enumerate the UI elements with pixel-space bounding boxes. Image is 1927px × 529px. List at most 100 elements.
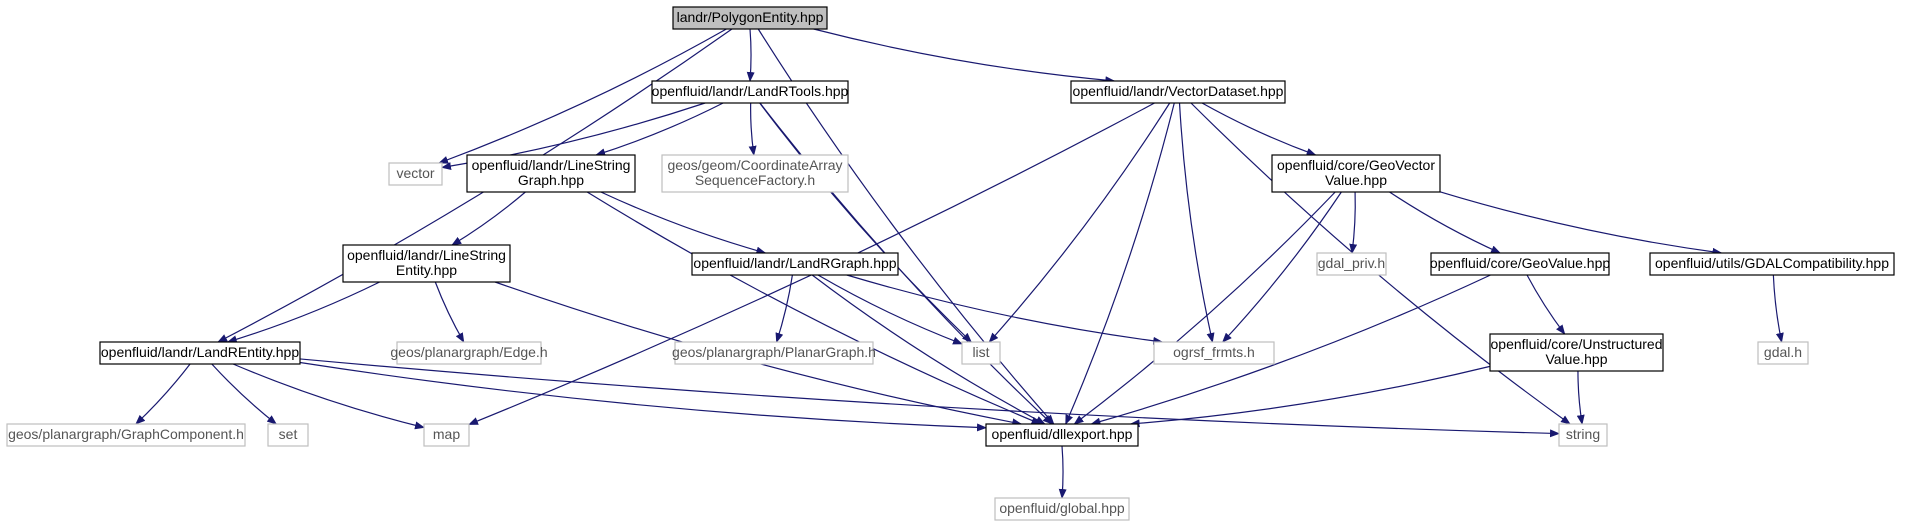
node-box-set	[267, 423, 309, 447]
node-box-graphcomp	[6, 423, 246, 447]
node-gdalpriv: gdal_priv.h	[1316, 252, 1387, 276]
edge-polygon-to-vectordataset	[813, 28, 1116, 85]
edge-geovector-to-gdalcompat	[1439, 191, 1723, 256]
node-label-lsentity: openfluid/landr/LineString	[347, 247, 506, 263]
edge-geovector-to-ogrsf	[1222, 191, 1342, 343]
node-graphcomp: geos/planargraph/GraphComponent.h	[6, 423, 246, 447]
node-box-gdalh	[1757, 341, 1809, 365]
node-label-map: map	[433, 426, 460, 442]
node-ogrsf: ogrsf_frmts.h	[1153, 341, 1275, 365]
node-label-edge: geos/planargraph/Edge.h	[390, 344, 547, 360]
node-string: string	[1558, 423, 1608, 447]
edge-landrtools-to-coordseq	[748, 102, 757, 156]
node-planargraph: geos/planargraph/PlanarGraph.h	[672, 341, 876, 365]
edge-polygon-to-landrentity	[217, 28, 733, 343]
edge-vectordataset-to-dllexport	[1065, 102, 1175, 425]
nodes-layer: landr/PolygonEntity.hpp openfluid/landr/L…	[6, 6, 1895, 521]
node-edge: geos/planargraph/Edge.h	[390, 341, 548, 365]
edge-vectordataset-to-geovector	[1201, 102, 1317, 156]
node-label-lsgraph: Graph.hpp	[518, 172, 584, 188]
edge-landrgraph-to-dllexport	[811, 274, 1046, 425]
edge-landrgraph-to-ogrsf	[846, 274, 1164, 345]
edge-lsentity-to-landrentity	[226, 281, 380, 344]
node-box-gdalcompat	[1649, 252, 1895, 276]
edge-geovector-to-geovalue	[1389, 191, 1501, 254]
node-label-set: set	[279, 426, 298, 442]
node-label-unstructured: Value.hpp	[1545, 351, 1607, 367]
edge-landrtools-to-dllexport	[759, 102, 1053, 425]
edge-vectordataset-to-list	[988, 102, 1171, 343]
node-landrtools[interactable]: openfluid/landr/LandRTools.hpp	[651, 80, 849, 104]
node-landrgraph[interactable]: openfluid/landr/LandRGraph.hpp	[691, 252, 899, 276]
edge-landrentity-to-graphcomp	[135, 363, 191, 425]
node-label-gdalpriv: gdal_priv.h	[1318, 255, 1385, 271]
edge-lsentity-to-edge	[434, 281, 465, 343]
edge-geovector-to-gdalpriv	[1349, 191, 1358, 254]
node-gdalh: gdal.h	[1757, 341, 1809, 365]
node-map: map	[423, 423, 470, 447]
edge-geovalue-to-dllexport	[1090, 274, 1491, 426]
node-box-coordseq	[661, 154, 849, 193]
node-box-lsgraph	[466, 154, 636, 193]
node-label-polygon: landr/PolygonEntity.hpp	[677, 9, 824, 25]
node-label-vectordataset: openfluid/landr/VectorDataset.hpp	[1073, 83, 1284, 99]
node-label-gdalcompat: openfluid/utils/GDALCompatibility.hpp	[1655, 255, 1889, 271]
node-label-ogrsf: ogrsf_frmts.h	[1173, 344, 1255, 360]
node-box-unstructured	[1489, 333, 1664, 372]
node-box-polygon	[672, 6, 828, 30]
node-label-planargraph: geos/planargraph/PlanarGraph.h	[672, 344, 876, 360]
node-polygon[interactable]: landr/PolygonEntity.hpp	[672, 6, 828, 30]
edge-landrentity-to-string	[299, 358, 1560, 438]
edge-unstructured-to-string	[1576, 370, 1585, 425]
node-box-planargraph	[674, 341, 874, 365]
node-set: set	[267, 423, 309, 447]
node-box-lsentity	[342, 244, 511, 283]
node-label-landrtools: openfluid/landr/LandRTools.hpp	[652, 83, 849, 99]
node-landrentity[interactable]: openfluid/landr/LandREntity.hpp	[99, 341, 301, 365]
node-label-coordseq: SequenceFactory.h	[695, 172, 815, 188]
node-label-vector: vector	[396, 165, 434, 181]
edge-lsgraph-to-lsentity	[451, 191, 526, 246]
node-label-geovector: openfluid/core/GeoVector	[1277, 157, 1435, 173]
node-gdalcompat[interactable]: openfluid/utils/GDALCompatibility.hpp	[1649, 252, 1895, 276]
node-coordseq: geos/geom/CoordinateArraySequenceFactory…	[661, 154, 849, 193]
edge-lsgraph-to-landrgraph	[600, 191, 767, 255]
edges-layer	[135, 28, 1784, 499]
node-label-coordseq: geos/geom/CoordinateArray	[667, 157, 842, 173]
node-label-geovector: Value.hpp	[1325, 172, 1387, 188]
edge-polygon-to-vector	[438, 28, 727, 164]
node-label-global: openfluid/global.hpp	[999, 500, 1125, 516]
node-box-landrentity	[99, 341, 301, 365]
node-label-gdalh: gdal.h	[1764, 344, 1802, 360]
node-box-global	[994, 497, 1130, 521]
node-geovalue[interactable]: openfluid/core/GeoValue.hpp	[1430, 252, 1611, 276]
node-label-string: string	[1566, 426, 1600, 442]
node-vectordataset[interactable]: openfluid/landr/VectorDataset.hpp	[1070, 80, 1286, 104]
node-list: list	[961, 341, 1001, 365]
node-box-geovector	[1271, 154, 1441, 193]
node-label-lsgraph: openfluid/landr/LineString	[472, 157, 631, 173]
node-box-edge	[396, 341, 542, 365]
edge-dllexport-to-global	[1058, 445, 1067, 499]
node-label-lsentity: Entity.hpp	[396, 262, 457, 278]
node-box-gdalpriv	[1316, 252, 1387, 276]
edge-gdalcompat-to-gdalh	[1772, 274, 1784, 343]
edge-landrgraph-to-list	[817, 274, 963, 345]
node-dllexport[interactable]: openfluid/dllexport.hpp	[985, 423, 1139, 447]
node-label-list: list	[972, 344, 989, 360]
node-box-string	[1558, 423, 1608, 447]
node-label-unstructured: openfluid/core/Unstructured	[1491, 336, 1663, 352]
node-box-ogrsf	[1153, 341, 1275, 365]
node-vector: vector	[388, 162, 443, 186]
node-box-landrtools	[651, 80, 849, 104]
node-label-landrentity: openfluid/landr/LandREntity.hpp	[101, 344, 299, 360]
node-label-geovalue: openfluid/core/GeoValue.hpp	[1430, 255, 1611, 271]
edge-lsgraph-to-dllexport	[586, 191, 1042, 425]
edge-landrentity-to-dllexport	[299, 361, 987, 432]
edge-vectordataset-to-ogrsf	[1178, 102, 1215, 343]
